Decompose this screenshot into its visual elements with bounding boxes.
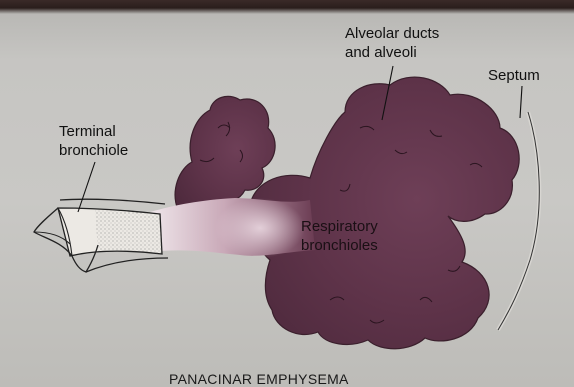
label-terminal-line1: Terminal [59, 122, 128, 141]
label-resp-line1: Respiratory [301, 217, 378, 236]
label-terminal-line2: bronchiole [59, 141, 128, 160]
label-septum: Septum [488, 66, 540, 85]
label-respiratory-bronchioles: Respiratory bronchioles [301, 217, 378, 255]
leader-terminal [78, 162, 95, 212]
label-alveolar-line1: Alveolar ducts [345, 24, 439, 43]
label-resp-line2: bronchioles [301, 236, 378, 255]
figure-caption: PANACINAR EMPHYSEMA [169, 370, 349, 387]
leader-septum [520, 86, 522, 118]
label-alveolar-ducts: Alveolar ducts and alveoli [345, 24, 439, 62]
terminal-bronchiole-tube [34, 199, 168, 272]
mass-highlight [215, 198, 305, 258]
label-terminal-bronchiole: Terminal bronchiole [59, 122, 128, 160]
label-alveolar-line2: and alveoli [345, 43, 439, 62]
